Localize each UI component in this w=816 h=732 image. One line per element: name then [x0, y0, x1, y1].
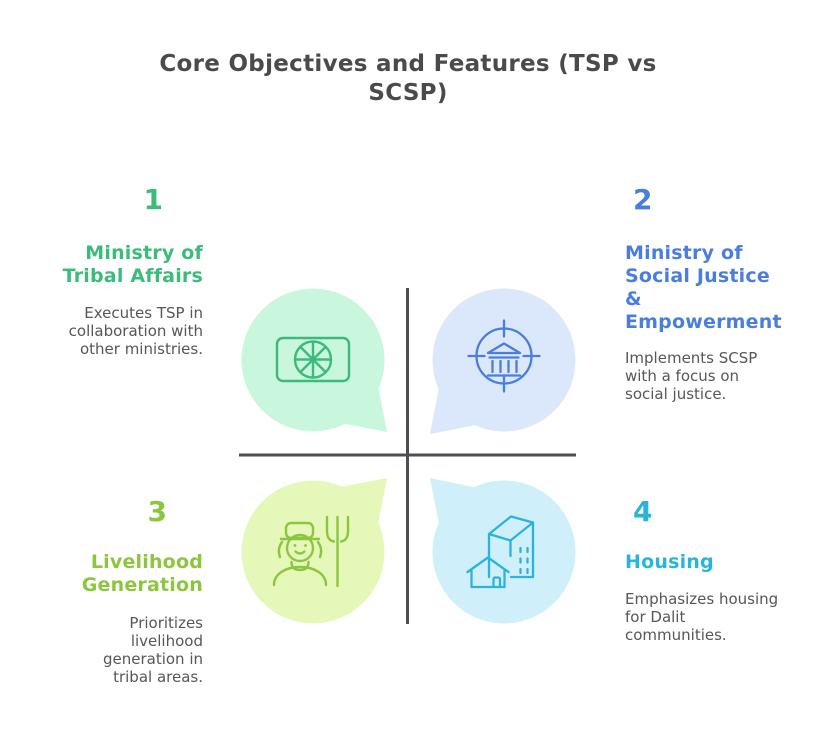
speech-bubble-quadrant-1 [241, 288, 387, 432]
bubble-circle [432, 288, 576, 432]
quadrant-1-number: 1 [143, 183, 163, 216]
quadrant-1-text-block: 1 Ministry of Tribal Affairs Executes TS… [10, 183, 203, 359]
page-title-line2: SCSP) [368, 80, 448, 106]
quadrant-4-text-block: 4 Housing Emphasizes housing for Dalit c… [625, 495, 810, 645]
quadrant-4-description: Emphasizes housing for Dalit communities… [625, 590, 779, 644]
quadrant-2-text-block: 2 Ministry of Social Justice & Empowerme… [625, 183, 810, 404]
quadrant-4-heading: Housing [625, 551, 714, 573]
quadrant-divider [239, 288, 576, 624]
quadrant-2-heading: Ministry of Social Justice & Empowerment [625, 242, 782, 333]
flag-chakra-icon [275, 336, 351, 383]
quadrant-1-heading: Ministry of Tribal Affairs [62, 242, 203, 287]
quadrant-4-number: 4 [633, 495, 653, 528]
quadrant-1-description: Executes TSP in collaboration with other… [68, 304, 203, 358]
page-title-line1: Core Objectives and Features (TSP vs [159, 51, 657, 77]
housing-buildings-icon [466, 515, 535, 589]
quadrant-2-description: Implements SCSP with a focus on social j… [625, 349, 758, 403]
quadrant-2-number: 2 [633, 183, 653, 216]
speech-bubble-quadrant-2 [430, 288, 576, 434]
page-title: Core Objectives and Features (TSP vs SCS… [0, 50, 816, 108]
quadrant-3-number: 3 [147, 495, 167, 528]
government-building-target-icon [467, 319, 541, 393]
quadrant-3-description: Prioritizes livelihood generation in tri… [102, 614, 203, 686]
speech-bubble-quadrant-4 [430, 478, 576, 624]
bubble-circle [432, 480, 576, 624]
quadrant-3-heading: Livelihood Generation [81, 551, 203, 596]
farmer-pitchfork-icon [272, 515, 350, 588]
quadrant-3-text-block: 3 Livelihood Generation Prioritizes live… [10, 495, 203, 687]
speech-bubble-quadrant-3 [241, 478, 387, 624]
